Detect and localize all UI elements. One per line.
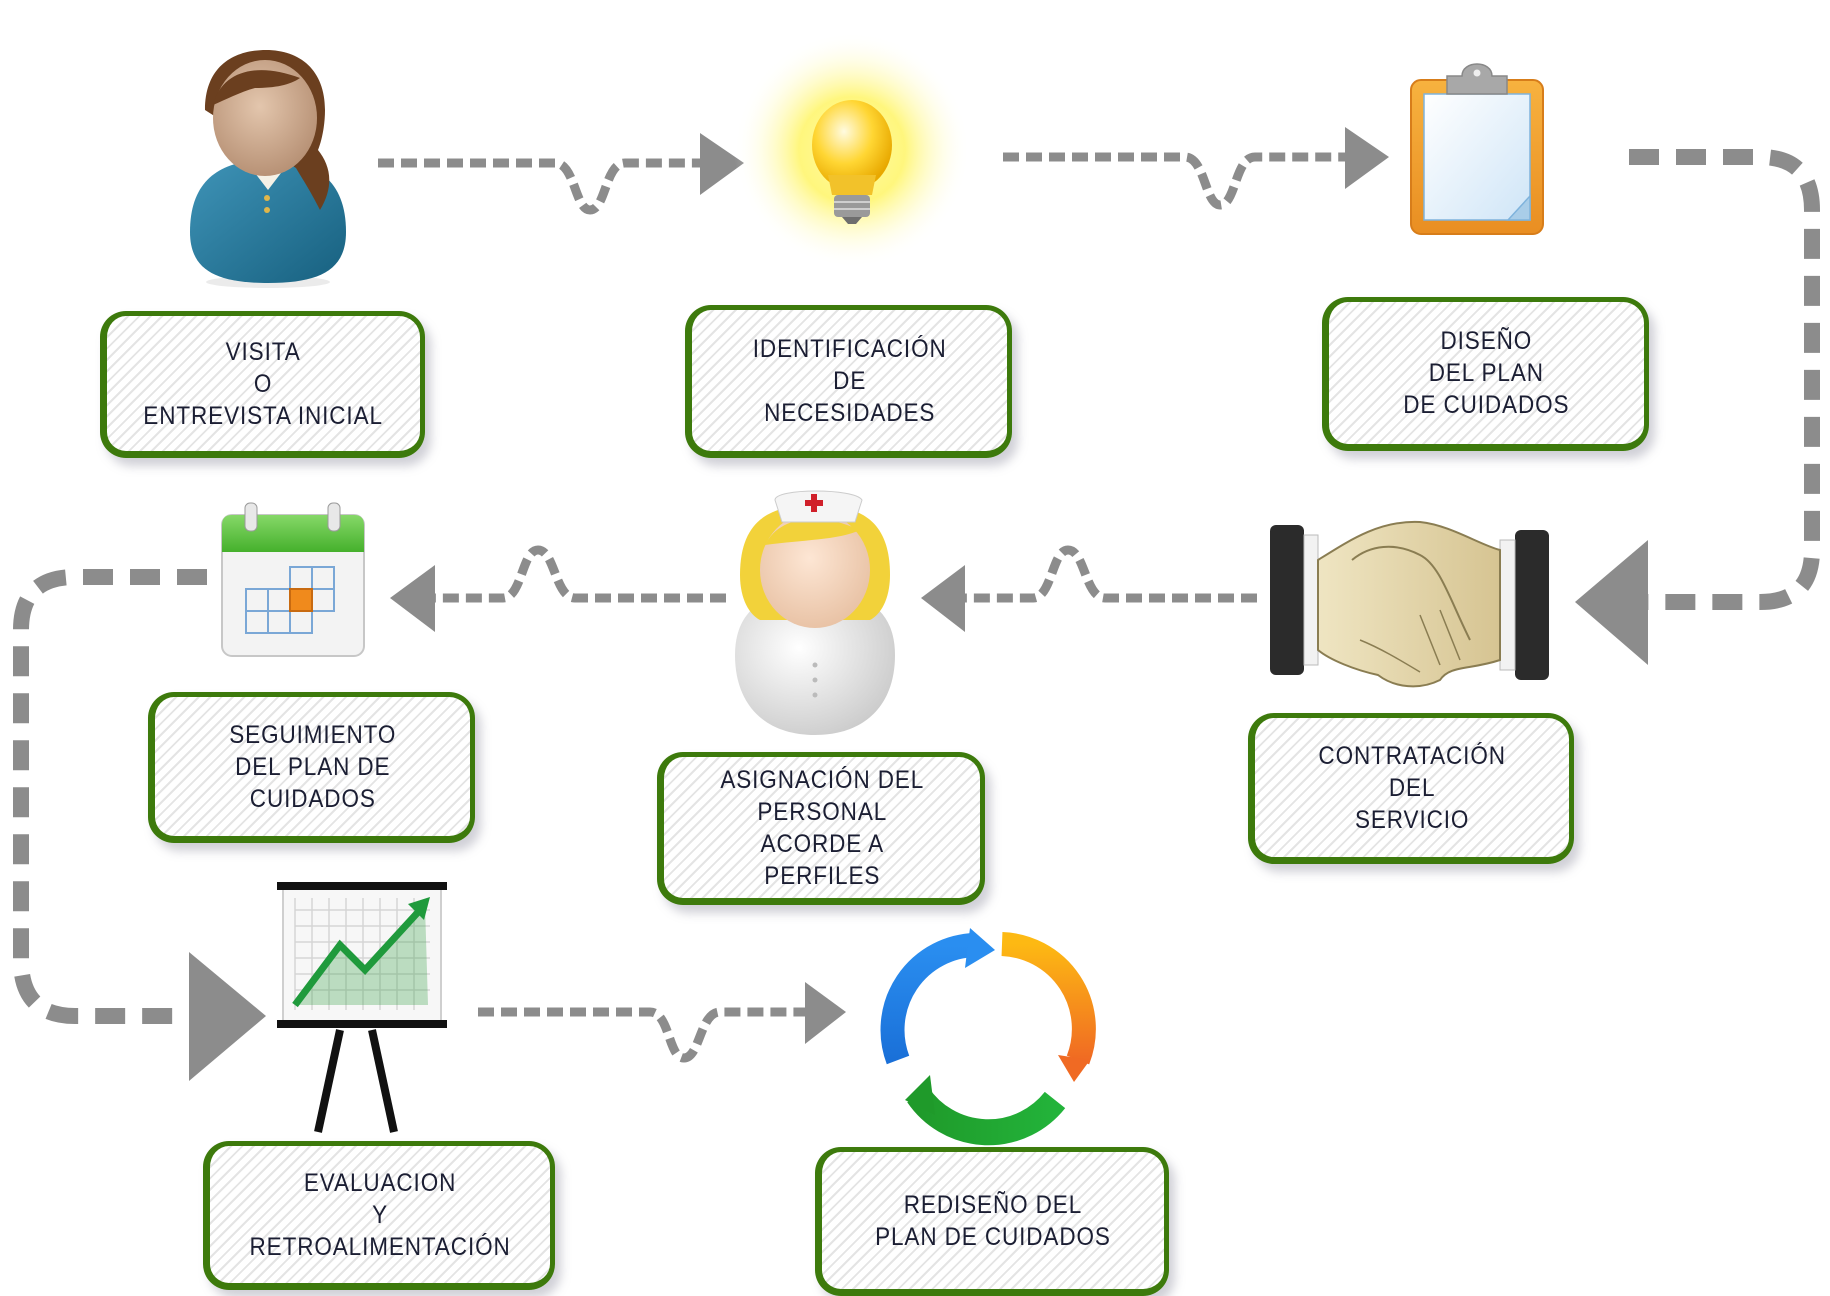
arrowhead-icon bbox=[1575, 540, 1648, 665]
arrowhead-icon bbox=[189, 952, 266, 1081]
clipboard-icon bbox=[1410, 63, 1544, 235]
calendar-icon bbox=[221, 502, 365, 657]
connector-diseno-to-contratacion bbox=[1575, 149, 1820, 665]
step-box-diseno: DISEÑO DEL PLAN DE CUIDADOS bbox=[1322, 297, 1649, 451]
handshake-icon bbox=[1270, 520, 1549, 688]
nurse-icon bbox=[735, 490, 895, 735]
connector-evaluacion-to-rediseno bbox=[478, 982, 846, 1063]
step-label: CONTRATACIÓN DEL SERVICIO bbox=[1318, 741, 1506, 834]
connector-asignacion-to-seguimiento bbox=[390, 545, 726, 632]
arrowhead-icon bbox=[700, 133, 744, 195]
woman-user-icon bbox=[190, 50, 346, 288]
step-label: DISEÑO DEL PLAN DE CUIDADOS bbox=[1403, 327, 1570, 419]
step-label: IDENTIFICACIÓN DE NECESIDADES bbox=[752, 334, 947, 427]
arrowhead-icon bbox=[1345, 127, 1389, 189]
step-label: VISITA O ENTREVISTA INICIAL bbox=[143, 337, 384, 430]
step-box-evaluacion: EVALUACION Y RETROALIMENTACIÓN bbox=[203, 1141, 555, 1290]
step-box-seguimiento: SEGUIMIENTO DEL PLAN DE CUIDADOS bbox=[148, 692, 475, 843]
step-box-contratacion: CONTRATACIÓN DEL SERVICIO bbox=[1248, 713, 1574, 864]
step-box-rediseno: REDISEÑO DEL PLAN DE CUIDADOS bbox=[815, 1147, 1169, 1296]
lightbulb-icon bbox=[734, 32, 970, 268]
step-label: SEGUIMIENTO DEL PLAN DE CUIDADOS bbox=[228, 720, 397, 813]
connector-seguimiento-to-evaluacion bbox=[13, 569, 266, 1081]
connector-visita-to-identificacion bbox=[378, 133, 744, 215]
presentation-chart-icon bbox=[277, 882, 447, 1133]
step-label: EVALUACION Y RETROALIMENTACIÓN bbox=[249, 1168, 511, 1261]
cycle-arrows-icon bbox=[880, 928, 1096, 1146]
step-label: ASIGNACIÓN DEL PERSONAL ACORDE A PERFILE… bbox=[720, 765, 924, 890]
step-box-identificacion: IDENTIFICACIÓN DE NECESIDADES bbox=[685, 305, 1012, 458]
connector-contratacion-to-asignacion bbox=[921, 545, 1257, 632]
step-label: REDISEÑO DEL PLAN DE CUIDADOS bbox=[875, 1190, 1111, 1251]
arrowhead-icon bbox=[805, 982, 846, 1044]
step-box-asignacion: ASIGNACIÓN DEL PERSONAL ACORDE A PERFILE… bbox=[657, 752, 985, 905]
connector-identificacion-to-diseno bbox=[1003, 127, 1389, 210]
step-box-visita: VISITA O ENTREVISTA INICIAL bbox=[100, 311, 425, 458]
arrowhead-icon bbox=[390, 565, 435, 632]
arrowhead-icon bbox=[921, 565, 965, 632]
